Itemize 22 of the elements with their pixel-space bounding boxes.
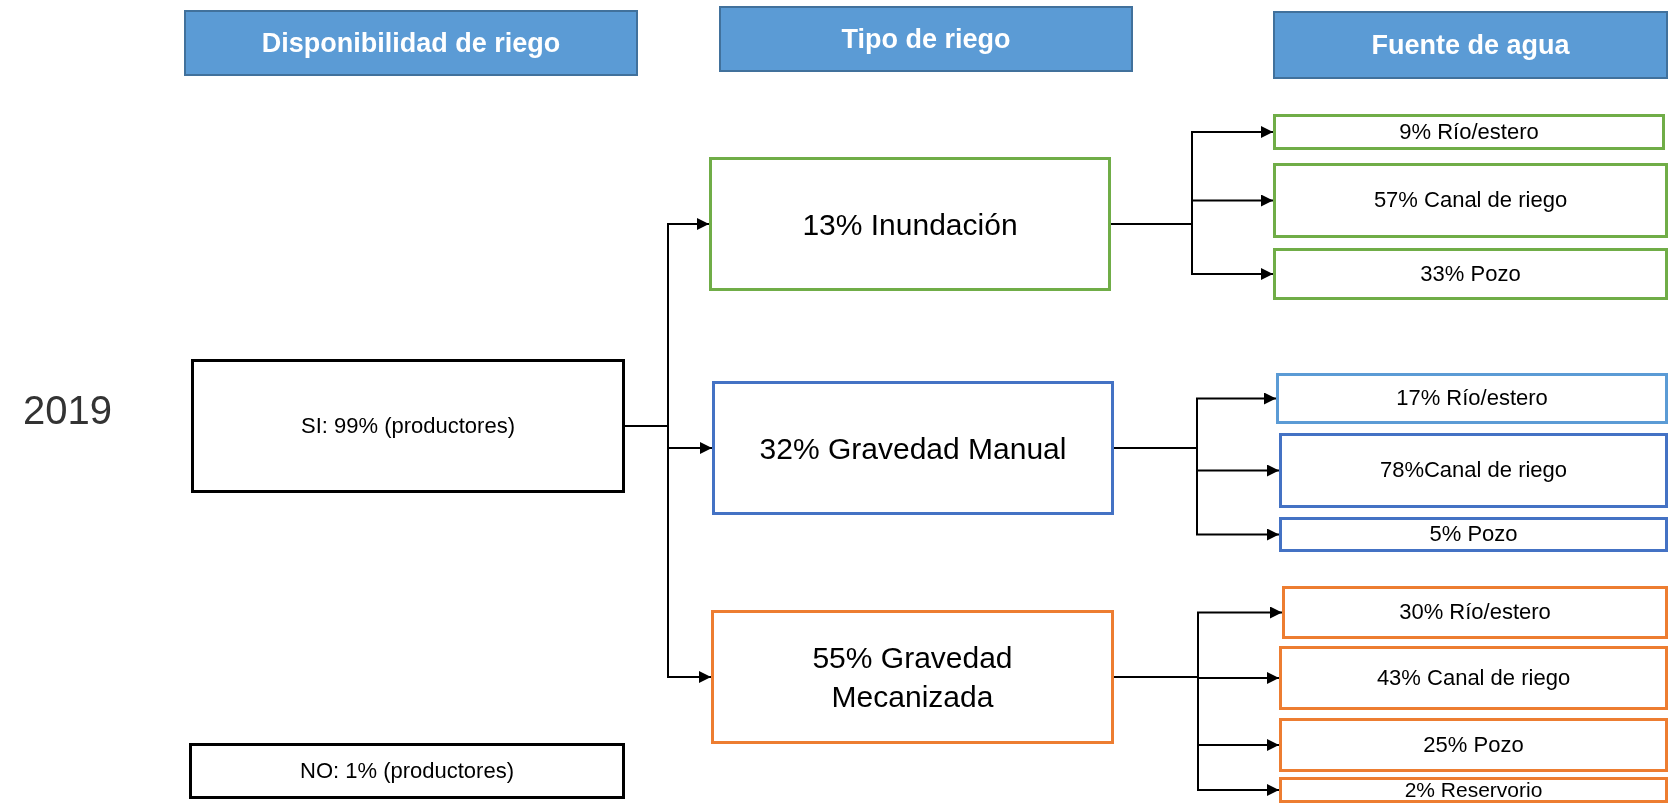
arrow xyxy=(1110,223,1274,280)
category-box: 33% Pozo xyxy=(1273,248,1668,300)
category-box: 32% Gravedad Manual xyxy=(712,381,1114,515)
category-box: 55% Gravedad Mecanizada xyxy=(711,610,1114,744)
category-box: 25% Pozo xyxy=(1279,718,1668,772)
column-header: Disponibilidad de riego xyxy=(184,10,638,76)
category-box: 43% Canal de riego xyxy=(1279,646,1668,710)
column-header: Tipo de riego xyxy=(719,6,1133,72)
category-box: 5% Pozo xyxy=(1279,517,1668,552)
category-box: 30% Río/estero xyxy=(1282,586,1668,639)
arrow xyxy=(1113,676,1280,796)
category-box: 2% Reservorio xyxy=(1279,777,1668,803)
category-box: SI: 99% (productores) xyxy=(191,359,625,493)
category-box: 57% Canal de riego xyxy=(1273,163,1668,238)
arrow xyxy=(624,425,712,683)
year-label: 2019 xyxy=(23,388,112,433)
category-box: 13% Inundación xyxy=(709,157,1111,291)
category-box: 9% Río/estero xyxy=(1273,114,1665,150)
category-box: 78%Canal de riego xyxy=(1279,433,1668,508)
category-box: NO: 1% (productores) xyxy=(189,743,625,799)
column-header: Fuente de agua xyxy=(1273,11,1668,79)
category-box: 17% Río/estero xyxy=(1276,373,1668,424)
